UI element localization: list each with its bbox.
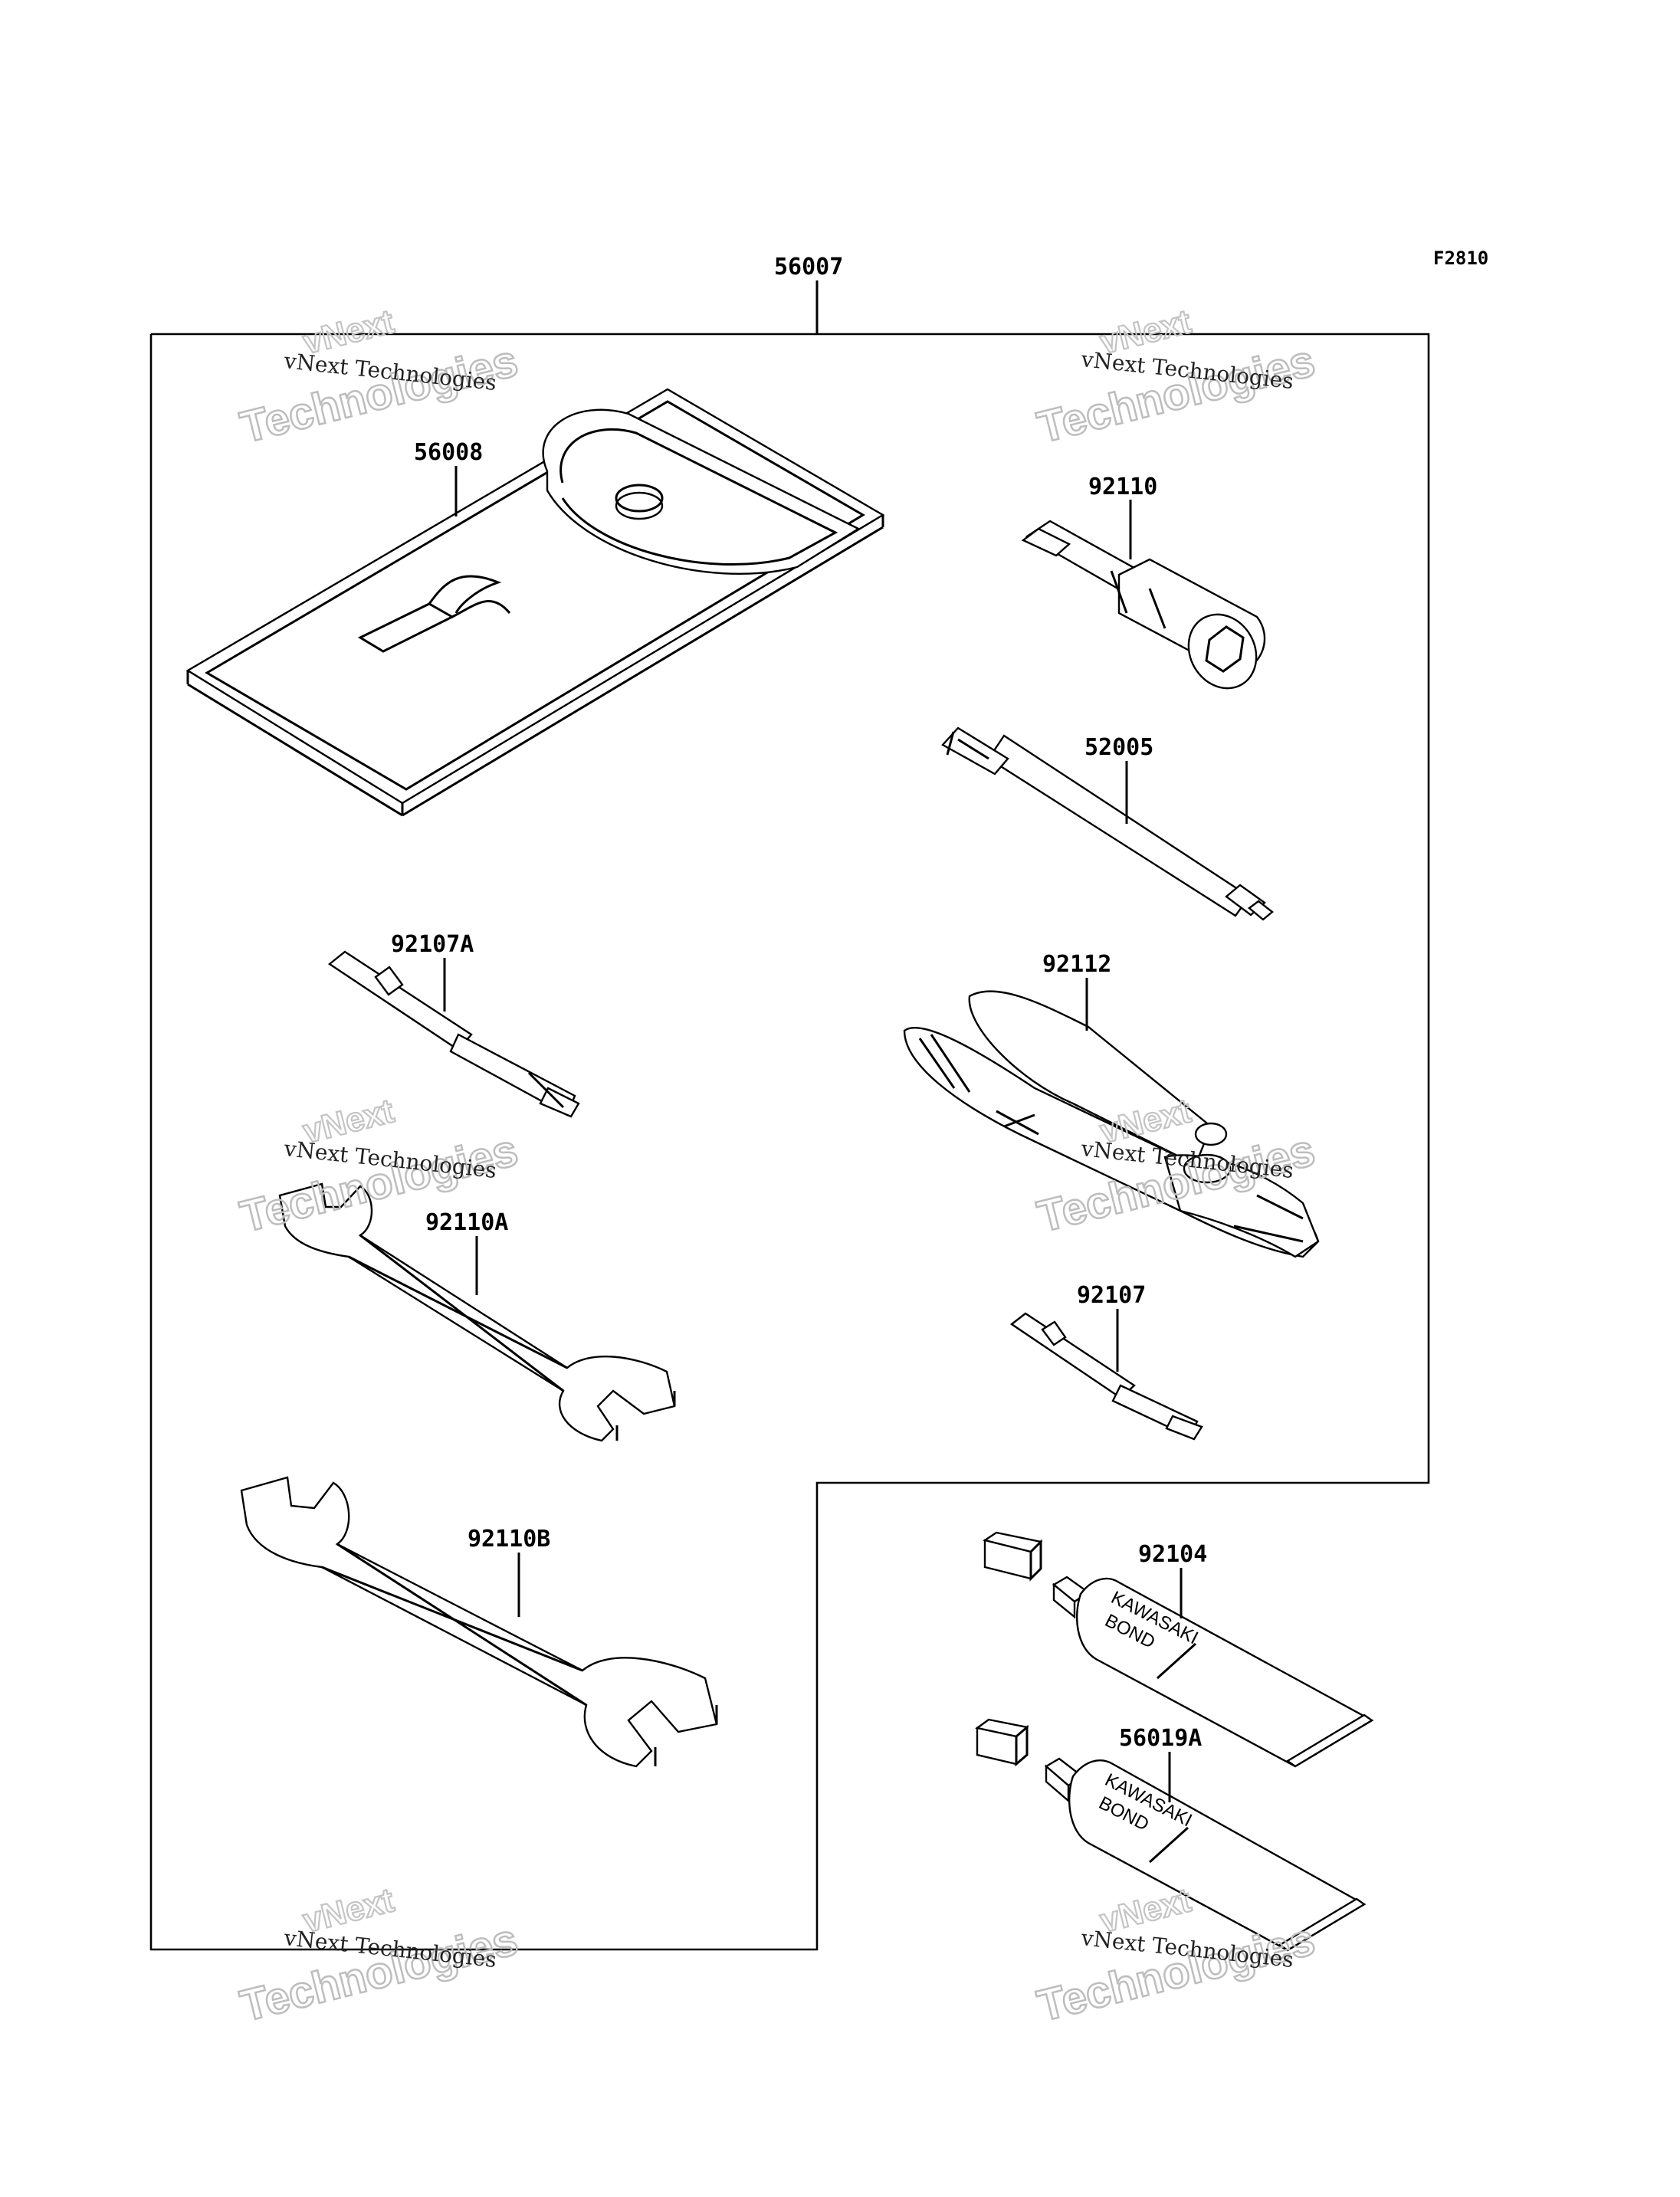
wrench-a-label: 92110A [425,1209,508,1236]
svg-text:Technologies: Technologies [235,336,522,452]
bond-tube-2-drawing [975,1718,1367,1952]
bond-tube-1-drawing [983,1531,1374,1768]
svg-text:Technologies: Technologies [235,1914,522,2031]
plug-wrench-label: 92110 [1088,474,1157,500]
svg-text:Technologies: Technologies [1032,336,1319,452]
watermark-top-right: vNext Technologies vNext Technologies [1032,302,1321,454]
bond-tube-1-label: 92104 [1138,1541,1207,1568]
screwdriver-drawing [1009,1312,1203,1441]
watermark-bottom-left: vNext Technologies vNext Technologies [235,1881,523,2032]
bond-tube-2-label: 56019A [1119,1725,1202,1752]
handle-drawing [941,726,1274,921]
screwdriver-a-label: 92107A [391,931,474,958]
pliers-drawing [903,990,1320,1258]
wrench-b-label: 92110B [468,1526,550,1553]
watermark-top-left: vNext Technologies vNext Technologies [235,302,523,454]
screwdriver-label: 92107 [1077,1282,1146,1309]
tool-pouch-drawing [185,388,885,817]
assembly-frame [149,333,1430,1951]
pliers-label: 92112 [1042,951,1111,978]
figure-code: F2810 [1433,248,1488,269]
pouch-label: 56008 [414,439,483,466]
wrench-a-drawing [278,1182,676,1442]
wrench-b-drawing [240,1476,718,1768]
screwdriver-a-drawing [327,950,580,1118]
handle-label: 52005 [1084,734,1153,761]
assembly-label: 56007 [774,254,843,280]
svg-text:Technologies: Technologies [1032,1914,1319,2031]
plug-wrench-drawing [1021,520,1266,690]
